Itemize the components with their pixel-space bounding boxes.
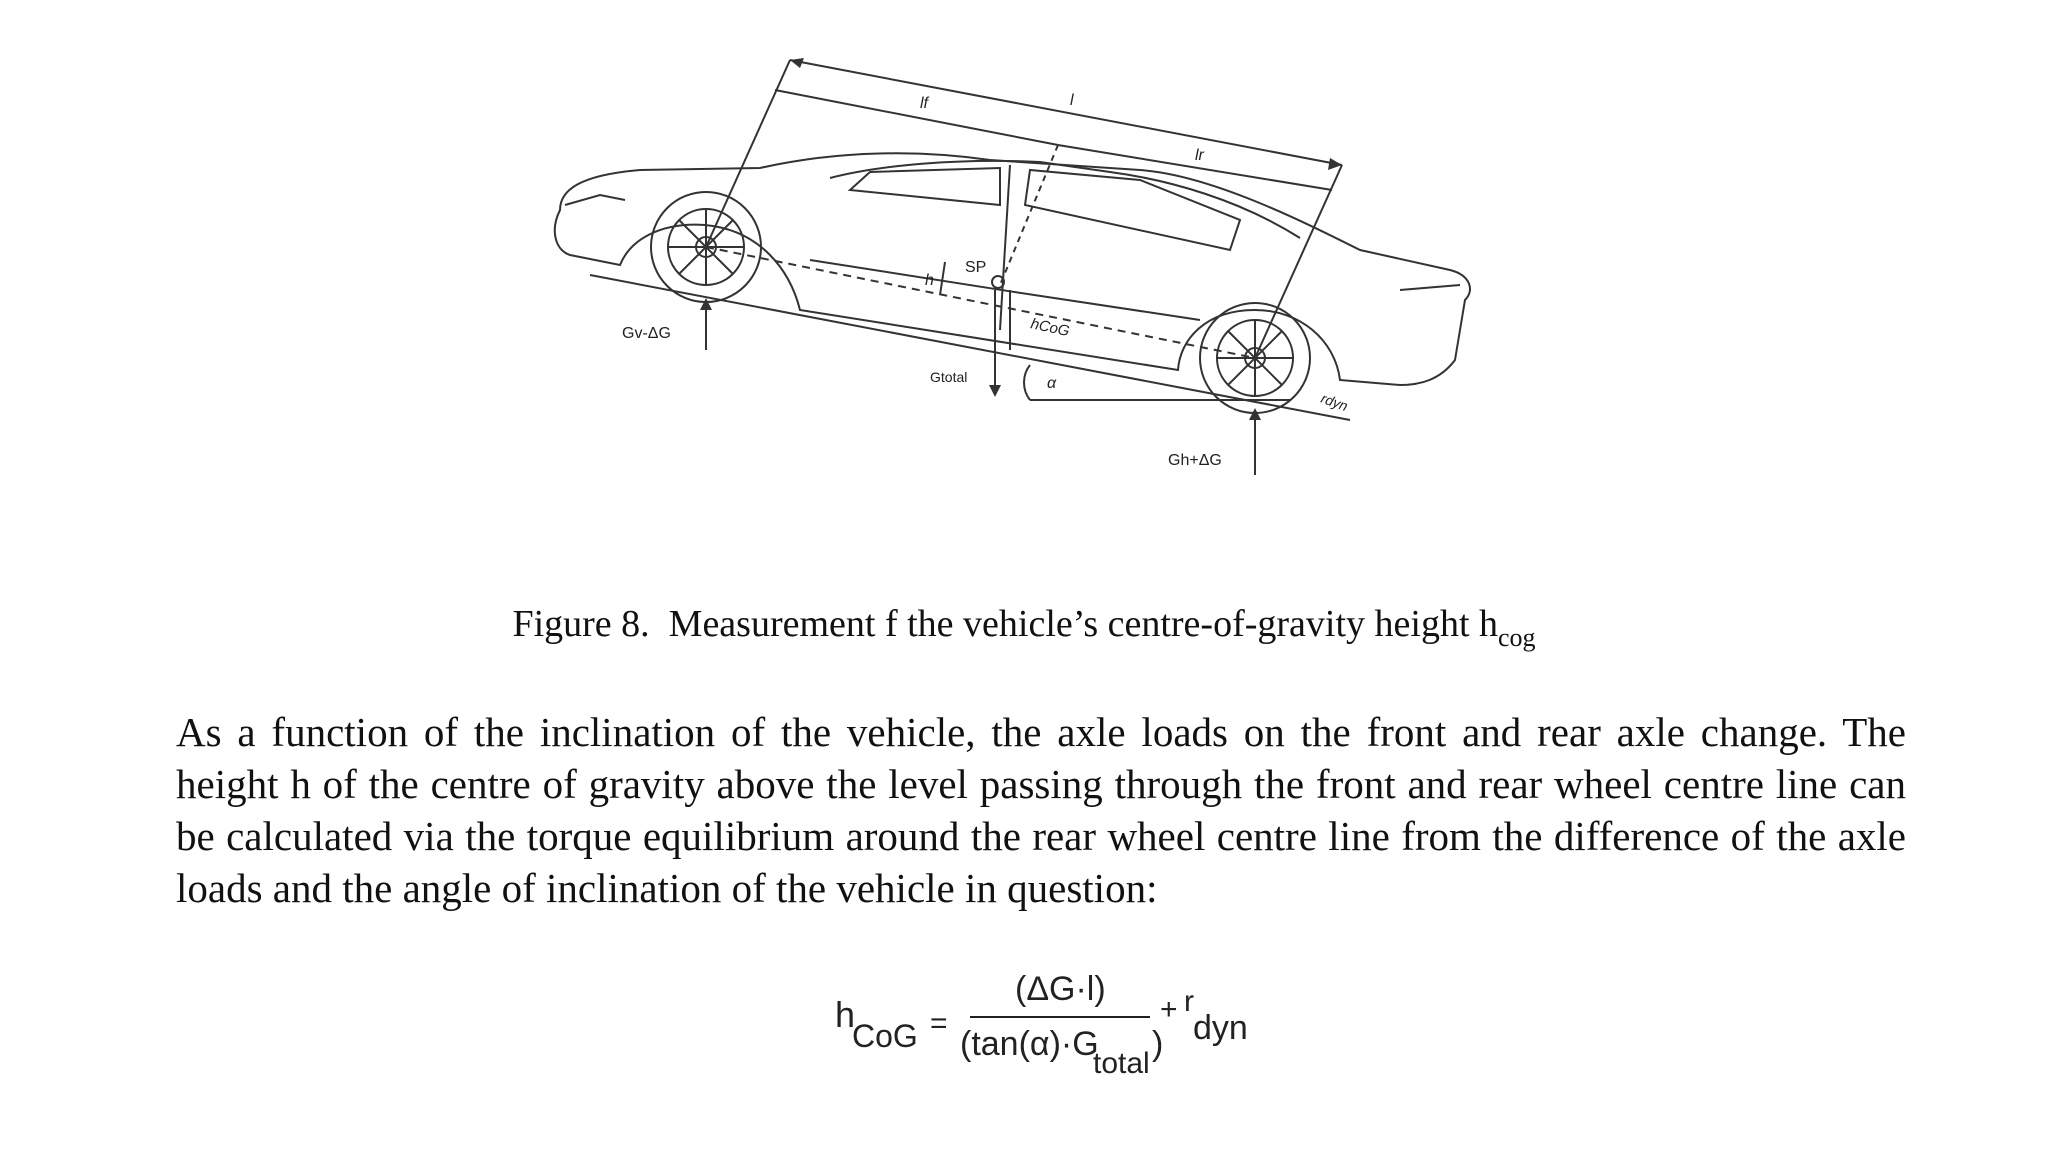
total-weight-arrowhead	[989, 385, 1001, 397]
label-gtotal: Gtotal	[930, 369, 967, 385]
label-gv: Gv-ΔG	[622, 325, 671, 342]
cog-formula: h CoG = (ΔG·l) (tan(α)·G total ) + r dyn	[820, 955, 1280, 1095]
formula-lhs-sub: CoG	[852, 1018, 918, 1054]
dimension-line-lf	[774, 89, 1059, 146]
caption-text: Measurement f the vehicle’s centre-of-gr…	[668, 603, 1498, 645]
dimension-line-lr	[1057, 144, 1333, 191]
figure-caption: Figure 8. Measurement f the vehicle’s ce…	[0, 602, 2048, 652]
formula-r: r	[1184, 985, 1194, 1018]
inclination-angle-arc	[1023, 364, 1031, 401]
body-paragraph: As a function of the inclination of the …	[176, 709, 1906, 911]
formula-r-sub: dyn	[1193, 1009, 1248, 1047]
front-load-arrowhead	[700, 298, 712, 310]
centre-of-gravity-marker	[991, 275, 1005, 289]
formula-numerator: (ΔG·l)	[1015, 970, 1106, 1008]
caption-prefix: Figure 8.	[512, 603, 650, 645]
label-h: h	[925, 272, 934, 289]
cog-projection-line	[999, 144, 1059, 286]
vehicle-diagram: lf l lr SP h hCoG Gv-ΔG Gtotal α Gh+ΔG r…	[0, 0, 2048, 520]
rear-load-arrowhead	[1249, 408, 1261, 420]
cog-formula-svg: h CoG = (ΔG·l) (tan(α)·G total ) + r dyn	[835, 970, 1248, 1080]
formula-denominator-sub: total	[1093, 1047, 1150, 1080]
formula-denominator: (tan(α)·G	[960, 1025, 1099, 1063]
door-divider	[999, 164, 1011, 331]
vehicle-diagram-svg: lf l lr SP h hCoG Gv-ΔG Gtotal α Gh+ΔG r…	[553, 58, 1471, 475]
dimension-line-l	[789, 59, 1343, 166]
rear-window	[1023, 168, 1242, 252]
label-alpha: α	[1047, 375, 1057, 392]
car-roof-line	[829, 159, 1301, 239]
wheel-centre-line	[705, 246, 1256, 359]
front-axle-extension	[705, 59, 791, 248]
rear-bumper-line	[1399, 284, 1461, 291]
formula-denominator-close: )	[1152, 1025, 1163, 1063]
label-sp: SP	[965, 259, 986, 276]
car-body-outline	[553, 152, 1471, 387]
formula-equals: =	[930, 1007, 948, 1040]
formula-lhs-h: h	[835, 994, 855, 1035]
front-window	[847, 166, 1001, 207]
label-rdyn: rdyn	[1319, 390, 1350, 414]
ground-line	[589, 274, 1351, 421]
label-l: l	[1070, 92, 1074, 109]
front-headlight	[564, 193, 626, 206]
label-lf: lf	[920, 95, 930, 112]
dimension-arrowhead	[790, 58, 804, 68]
rear-axle-extension	[1254, 164, 1343, 359]
label-lr: lr	[1195, 147, 1205, 164]
formula-plus: +	[1160, 993, 1178, 1026]
label-gh: Gh+ΔG	[1168, 452, 1222, 469]
dimension-arrowhead	[1328, 158, 1342, 170]
caption-subscript: cog	[1498, 623, 1536, 652]
body-side-line	[809, 259, 1201, 321]
h-arrow	[939, 261, 946, 296]
